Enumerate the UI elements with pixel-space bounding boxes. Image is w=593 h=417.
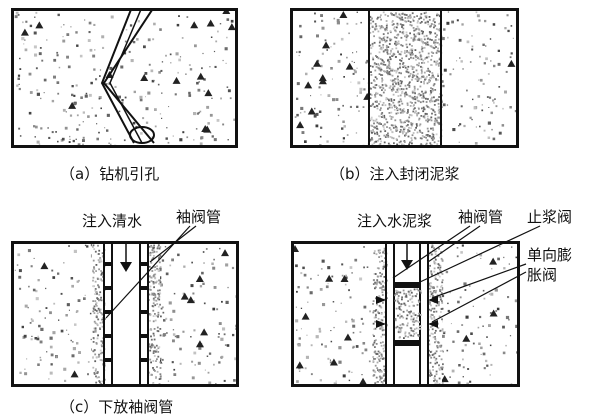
- caption-a: （a）钻机引孔: [60, 163, 159, 184]
- label-sleeve-pipe-d: 袖阀管: [458, 206, 503, 227]
- label-sleeve-pipe-c: 袖阀管: [176, 206, 221, 227]
- label-stop-valve: 止浆阀: [527, 206, 572, 227]
- panel-c-drawing: [14, 244, 236, 384]
- panel-d: [291, 241, 520, 387]
- panel-b-drawing: [293, 11, 516, 145]
- panel-a: [11, 8, 238, 148]
- label-expansion-valve-2: 胀阀: [527, 264, 557, 285]
- panel-d-drawing: [294, 244, 517, 384]
- label-inject-cement: 注入水泥浆: [357, 210, 432, 231]
- label-expansion-valve-1: 单向膨: [527, 244, 572, 265]
- caption-b: （b）注入封闭泥浆: [330, 163, 460, 184]
- panel-c: [11, 241, 239, 387]
- caption-c: （c）下放袖阀管: [60, 396, 173, 417]
- stop-valve-upper: [394, 282, 420, 288]
- panel-a-drawing: [14, 11, 235, 145]
- label-inject-water: 注入清水: [82, 210, 142, 231]
- stop-valve-lower: [394, 340, 420, 346]
- panel-b: [290, 8, 519, 148]
